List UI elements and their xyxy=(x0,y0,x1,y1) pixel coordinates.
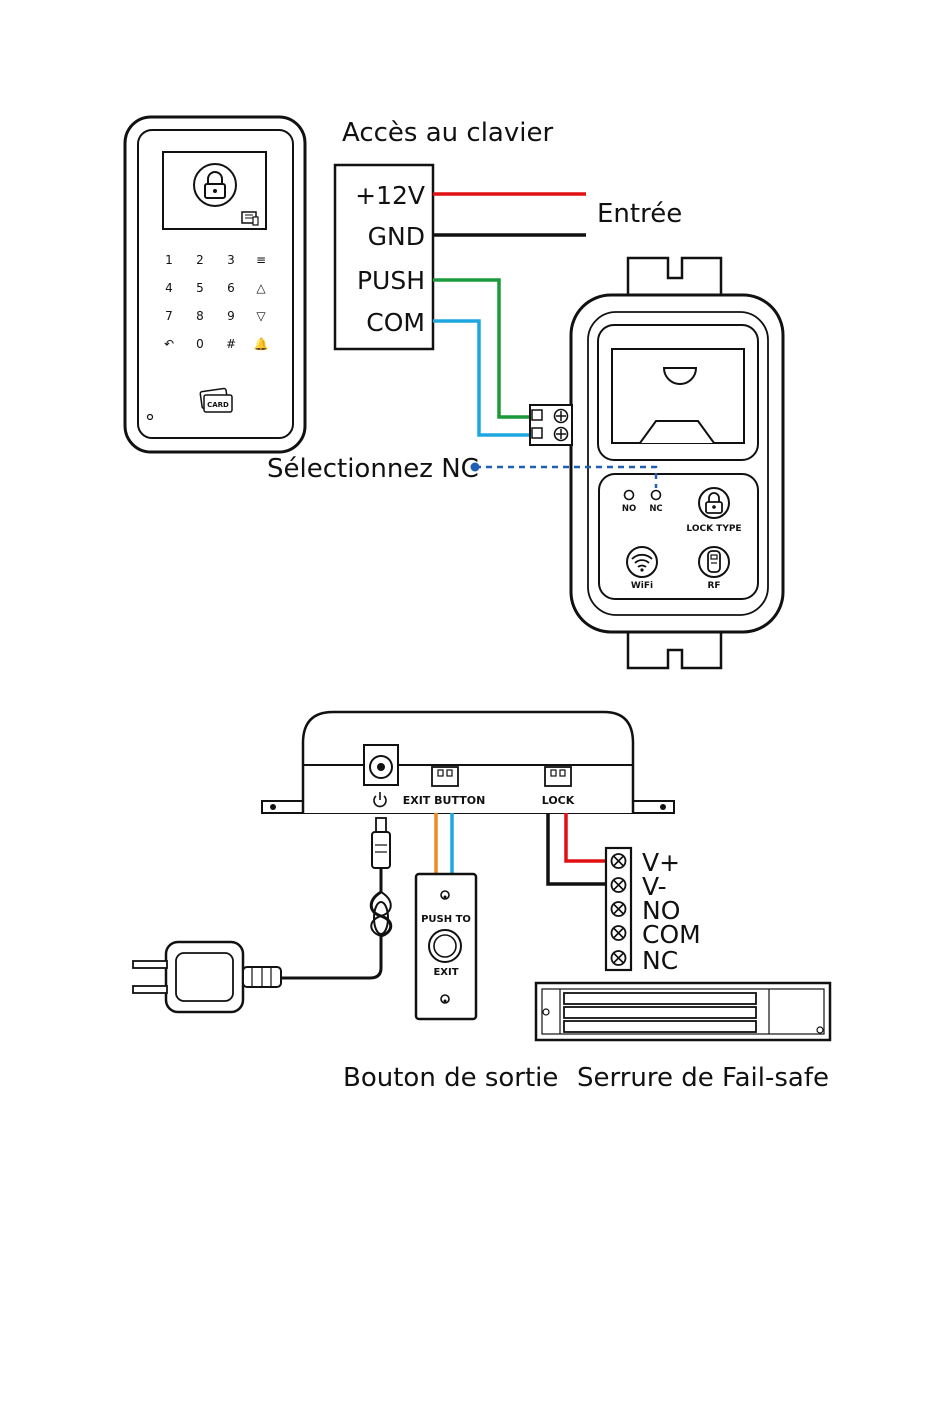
power-supply-box: EXIT BUTTON LOCK xyxy=(262,712,674,813)
push-to-label: PUSH TO xyxy=(421,914,471,925)
lock-type-icon xyxy=(699,488,729,518)
keypad-key: 5 xyxy=(196,281,204,295)
screw-terminal-icon xyxy=(612,951,626,965)
keypad-access-title: Accès au clavier xyxy=(342,118,553,148)
relay-nc-label: NC xyxy=(649,504,662,514)
keypad-key: ▽ xyxy=(256,309,266,323)
wire-black-lock xyxy=(548,813,606,884)
select-nc-label: Sélectionnez NC xyxy=(267,454,479,484)
keypad-key: 1 xyxy=(165,253,173,267)
keypad-key: # xyxy=(226,337,236,351)
exit-button-port-label: EXIT BUTTON xyxy=(403,794,486,807)
wire-green-push xyxy=(433,280,534,417)
wifi-icon xyxy=(627,547,657,577)
terminal-12v: +12V xyxy=(355,181,425,210)
keypad-key: 2 xyxy=(196,253,204,267)
lock-type-label: LOCK TYPE xyxy=(686,524,741,534)
relay-controller: NO NC LOCK TYPE WiFi RF xyxy=(530,258,783,668)
keypad-key: 🔔 xyxy=(254,337,269,351)
rf-remote-icon xyxy=(699,547,729,577)
dc-plug-cable xyxy=(280,818,391,978)
exit-label: EXIT xyxy=(433,967,458,978)
screw-terminal-icon xyxy=(612,854,626,868)
input-label: Entrée xyxy=(597,199,682,229)
lock-terminal-nc: NC xyxy=(642,946,678,975)
keypad-key: ↶ xyxy=(164,337,174,351)
fail-safe-lock-caption: Serrure de Fail-safe xyxy=(577,1063,829,1093)
exit-button-caption: Bouton de sortie xyxy=(343,1063,558,1093)
terminal-push: PUSH xyxy=(357,266,425,295)
keypad-key: 7 xyxy=(165,309,173,323)
lock-port-label: LOCK xyxy=(542,794,575,807)
keypad-key: 3 xyxy=(227,253,235,267)
keypad-key: 0 xyxy=(196,337,204,351)
rf-label: RF xyxy=(707,581,720,591)
keypad-key: △ xyxy=(256,281,266,295)
wifi-label: WiFi xyxy=(631,581,653,591)
lock-terminal-strip: V+ V- NO COM NC xyxy=(606,848,701,975)
lock-terminal-com: COM xyxy=(642,920,701,949)
keypad-device: 1 2 3 ≡ 4 5 6 △ 7 8 9 ▽ ↶ 0 # 🔔 CARD xyxy=(125,117,305,452)
keypad-key: ≡ xyxy=(256,253,266,267)
wire-red-lock xyxy=(566,813,606,861)
keypad-key: 8 xyxy=(196,309,204,323)
keypad-key: 6 xyxy=(227,281,235,295)
wall-adapter xyxy=(133,942,281,1012)
keypad-key: 9 xyxy=(227,309,235,323)
terminal-gnd: GND xyxy=(368,222,425,251)
screw-terminal-icon xyxy=(612,902,626,916)
magnetic-lock xyxy=(536,983,830,1040)
keypad-key: 4 xyxy=(165,281,173,295)
relay-no-label: NO xyxy=(622,504,636,514)
card-label: CARD xyxy=(207,401,229,409)
screw-terminal-icon xyxy=(612,878,626,892)
exit-push-button: PUSH TO EXIT xyxy=(416,874,476,1019)
screw-terminal-icon xyxy=(612,926,626,940)
relay-terminal-connector xyxy=(530,405,572,445)
fingerprint-lock-icon xyxy=(194,164,236,206)
terminal-com: COM xyxy=(366,308,425,337)
terminal-block: +12V GND PUSH COM xyxy=(335,165,433,349)
